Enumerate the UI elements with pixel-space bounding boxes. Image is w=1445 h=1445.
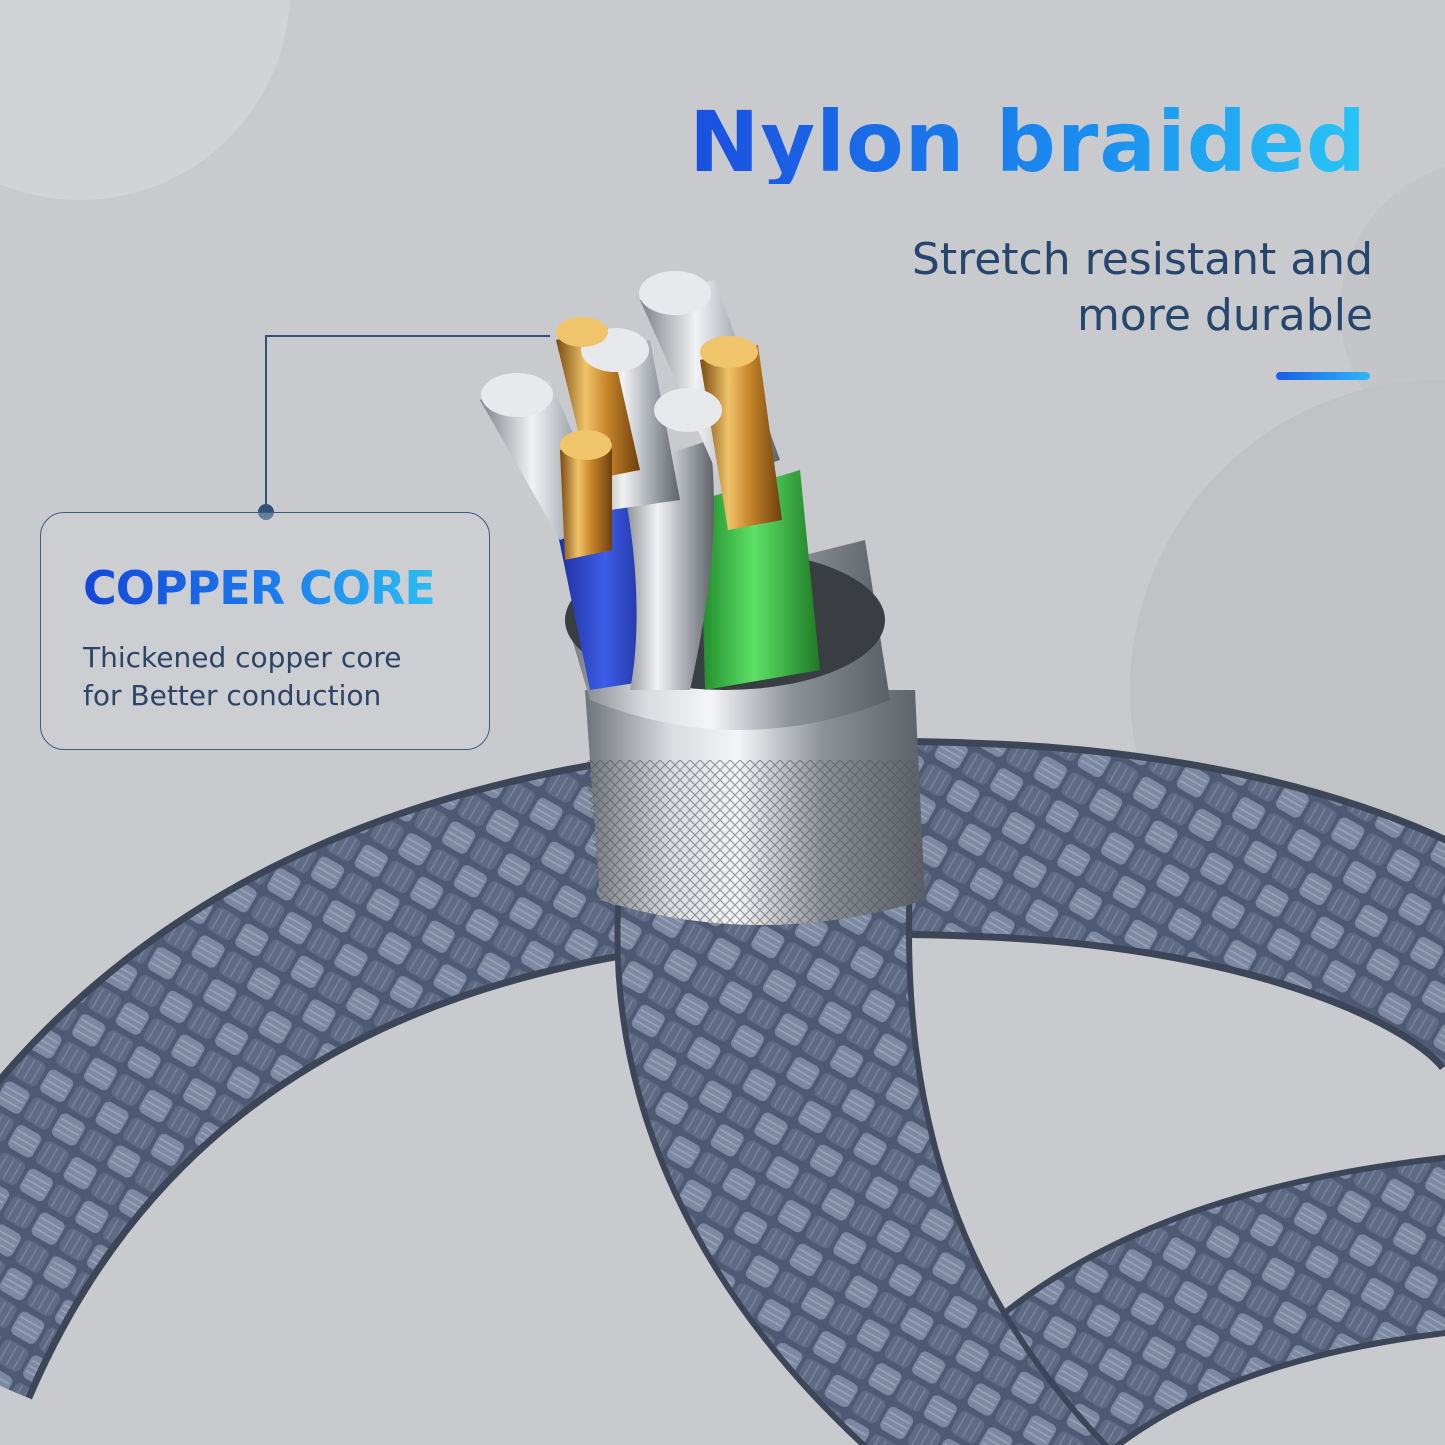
braided-cable-vertical [614, 877, 1110, 1445]
headline-subtitle: Stretch resistant and more durable [813, 232, 1373, 344]
callout-title: COPPER CORE [83, 561, 436, 615]
subtitle-line: more durable [1076, 290, 1373, 341]
callout-description: Thickened copper core for Better conduct… [83, 639, 401, 715]
headline-title: Nylon braided [689, 93, 1367, 191]
callout-desc-line: Thickened copper core [83, 641, 402, 674]
wire-bundle [480, 271, 820, 690]
copper-core-callout: COPPER CORE Thickened copper core for Be… [40, 512, 490, 750]
subtitle-line: Stretch resistant and [911, 234, 1373, 285]
accent-underline [1276, 372, 1370, 380]
callout-desc-line: for Better conduction [83, 679, 382, 712]
